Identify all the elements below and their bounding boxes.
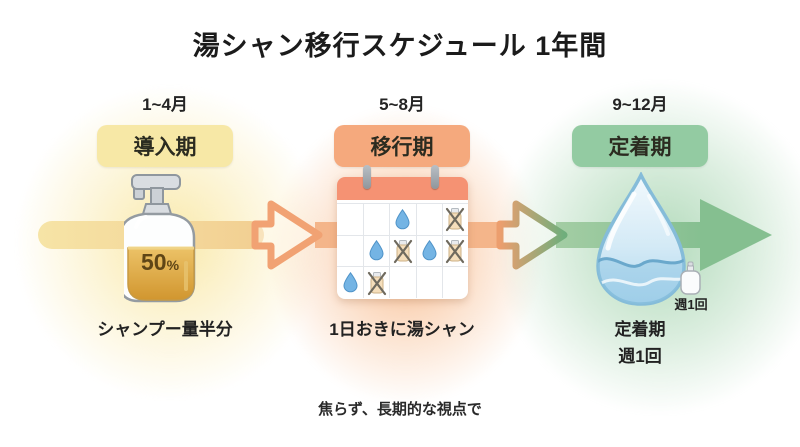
calendar-pin-icon: [431, 165, 439, 189]
phase3-caption-line1: 定着期: [614, 320, 666, 339]
phase3-months: 9~12月: [612, 95, 668, 114]
shampoo-bottle-icon: [124, 174, 196, 303]
phase2-badge: 移行期: [334, 125, 470, 167]
no-shampoo-icon: [446, 239, 465, 264]
no-shampoo-icon: [367, 271, 386, 295]
phase1-months: 1~4月: [142, 95, 188, 114]
calendar-cell: [337, 266, 364, 298]
water-drop-icon: [395, 208, 410, 230]
phase2-header: 5~8月 移行期: [302, 90, 502, 167]
water-drop-icon: [343, 272, 358, 293]
calendar-cell: [415, 203, 442, 235]
phase1-caption: シャンプー量半分: [97, 320, 233, 339]
calendar-cell: [337, 203, 364, 235]
calendar-cell: [389, 203, 416, 235]
water-drop-icon: [422, 240, 437, 261]
footer-note: 焦らず、長期的な視点で: [318, 401, 482, 418]
calendar-cell: [363, 234, 390, 267]
calendar-icon: [337, 165, 468, 299]
calendar-cell: [363, 203, 390, 235]
calendar-cell: [389, 234, 416, 267]
calendar-grid: [337, 203, 468, 298]
phase3-badge: 定着期: [572, 125, 708, 167]
water-droplet-icon: [596, 172, 686, 306]
pump-icon: [131, 174, 181, 215]
phase3-caption-line2: 週1回: [618, 347, 662, 366]
mini-shampoo-bottle-icon: [680, 261, 701, 295]
no-shampoo-icon: [393, 239, 413, 264]
water-drop-icon: [369, 240, 384, 261]
arrowhead-gradient-icon: [496, 200, 568, 270]
bottle-body: [124, 212, 196, 303]
phase1-badge: 導入期: [97, 125, 233, 167]
no-shampoo-icon: [446, 208, 465, 232]
calendar-cell: [441, 234, 468, 267]
calendar-cell: [363, 266, 390, 298]
calendar-cell: [441, 266, 468, 298]
phase2-months: 5~8月: [379, 95, 425, 114]
calendar-cell: [415, 266, 442, 298]
phase3-header: 9~12月 定着期: [540, 90, 740, 167]
arrowhead-green-icon: [700, 199, 772, 271]
calendar-cell: [337, 234, 364, 267]
arrowhead-orange-icon: [251, 200, 323, 270]
calendar-cell: [415, 234, 442, 267]
calendar-pin-icon: [363, 165, 371, 189]
fill-percent-label: 50%: [140, 249, 180, 275]
calendar-cell: [441, 203, 468, 235]
phase2-caption: 1日おきに湯シャン: [329, 320, 475, 339]
calendar-header: [337, 177, 468, 200]
weekly-frequency-label: 週1回: [674, 297, 708, 312]
calendar-cell: [389, 266, 416, 298]
phase1-header: 1~4月 導入期: [65, 90, 265, 167]
page-title: 湯シャン移行スケジュール 1年間: [192, 31, 608, 61]
